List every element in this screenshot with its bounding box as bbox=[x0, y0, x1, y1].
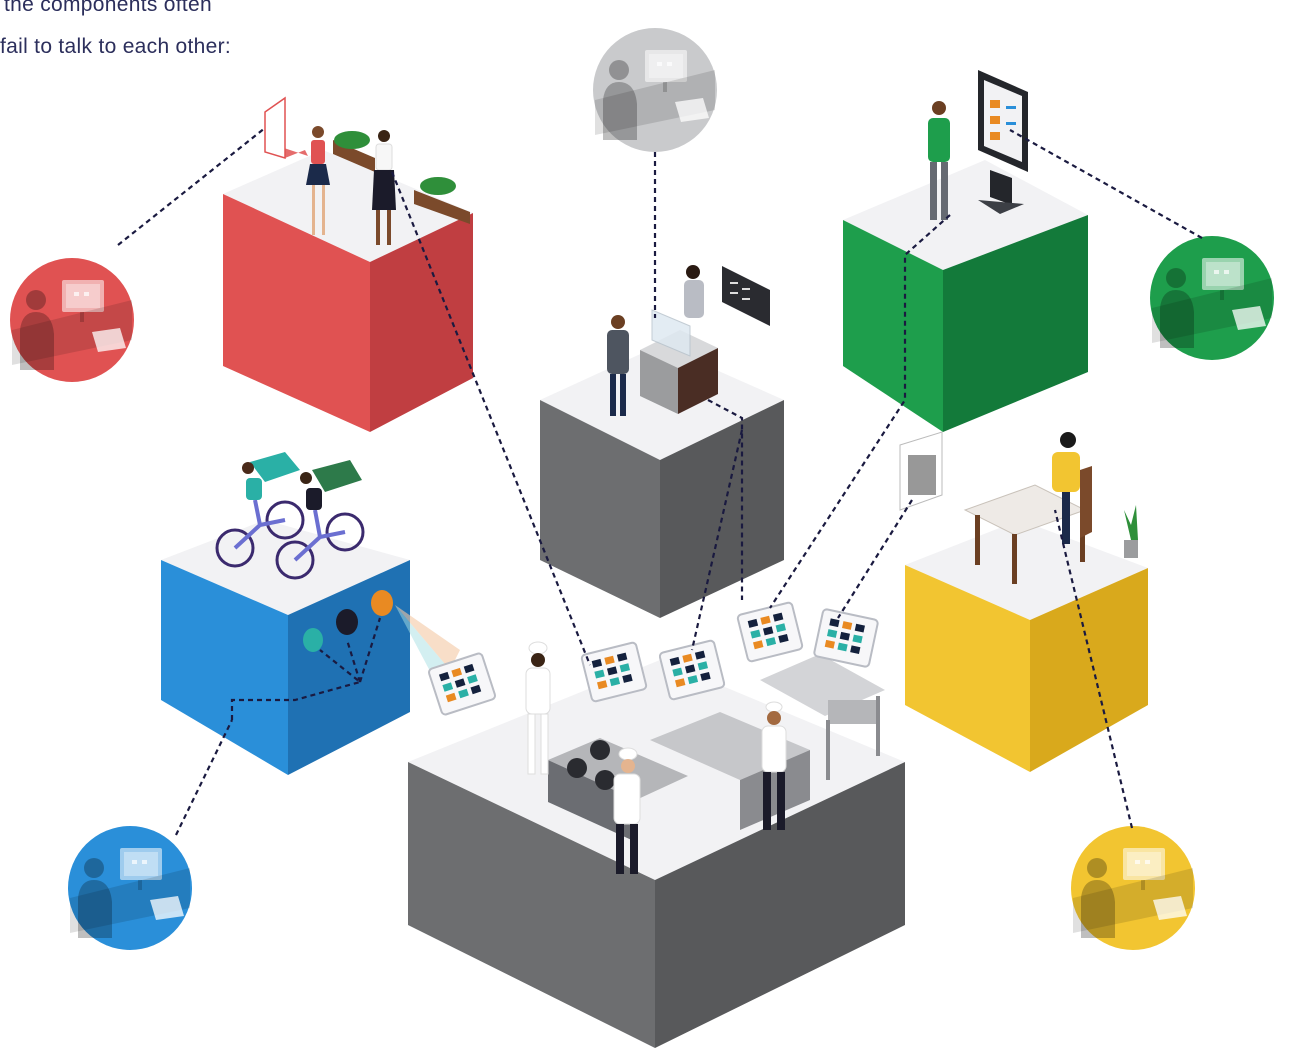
caption-line-2: fail to talk to each other: bbox=[0, 35, 232, 58]
customer-figure bbox=[306, 126, 330, 235]
chef-figure bbox=[761, 701, 787, 830]
connector-yellow-workstation bbox=[1053, 509, 1134, 829]
chef-figure bbox=[613, 747, 641, 874]
workstation-red bbox=[10, 258, 134, 382]
kitchen-cube bbox=[408, 600, 905, 1048]
delivery-cyclist bbox=[275, 460, 365, 580]
connector-counter-kitchen-b bbox=[690, 429, 744, 651]
table-ordering-cube bbox=[899, 431, 1148, 772]
delivery-cube bbox=[161, 452, 460, 775]
diner-figure bbox=[1052, 432, 1080, 544]
customer-figure bbox=[607, 315, 629, 416]
connector-blue-workstation bbox=[175, 719, 233, 836]
order-screen bbox=[812, 607, 880, 669]
workstation-gray bbox=[593, 28, 717, 152]
connector-table-kitchen bbox=[837, 499, 913, 619]
connector-kiosk-kitchen bbox=[769, 214, 951, 609]
connector-delivery-internal bbox=[230, 617, 382, 720]
customer-figure bbox=[372, 130, 396, 245]
chef-figure bbox=[525, 641, 551, 775]
workstation-green bbox=[1150, 236, 1274, 360]
caption-line-1: the components often bbox=[4, 0, 212, 16]
connector-green-workstation bbox=[1009, 129, 1203, 239]
connector-red-workstation bbox=[117, 127, 266, 246]
connector-counter-kitchen-a bbox=[707, 399, 744, 600]
workstation-blue bbox=[68, 826, 192, 950]
connector-pickup-kitchen bbox=[390, 171, 592, 666]
workstation-yellow bbox=[1071, 826, 1195, 950]
customer-figure bbox=[928, 101, 950, 220]
order-screen bbox=[736, 600, 804, 664]
kiosk-cube bbox=[843, 70, 1088, 432]
front-counter-cube bbox=[540, 265, 784, 618]
connectors bbox=[117, 127, 1203, 836]
pickup-cube bbox=[223, 96, 473, 432]
cashier-figure bbox=[684, 265, 704, 318]
delivery-cyclist bbox=[215, 452, 305, 568]
